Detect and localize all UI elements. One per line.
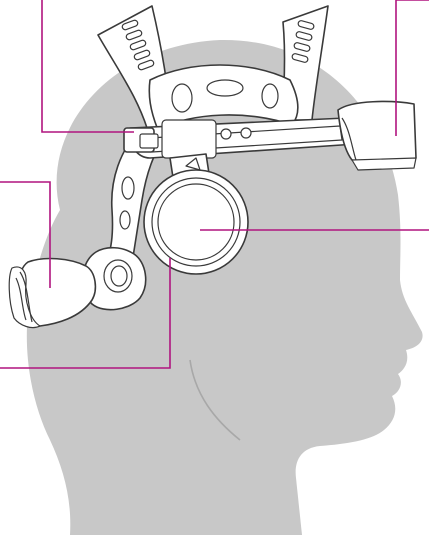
crown-vent-right <box>262 84 278 108</box>
crown-vent-center <box>207 80 243 96</box>
headband-hole-2 <box>241 128 251 138</box>
ratchet-housing <box>162 120 216 158</box>
rear-strap-vent-2 <box>120 211 130 229</box>
rear-strap-vent-1 <box>122 177 134 199</box>
crown-vent-left <box>172 84 192 112</box>
headband-hole-1 <box>221 129 231 139</box>
